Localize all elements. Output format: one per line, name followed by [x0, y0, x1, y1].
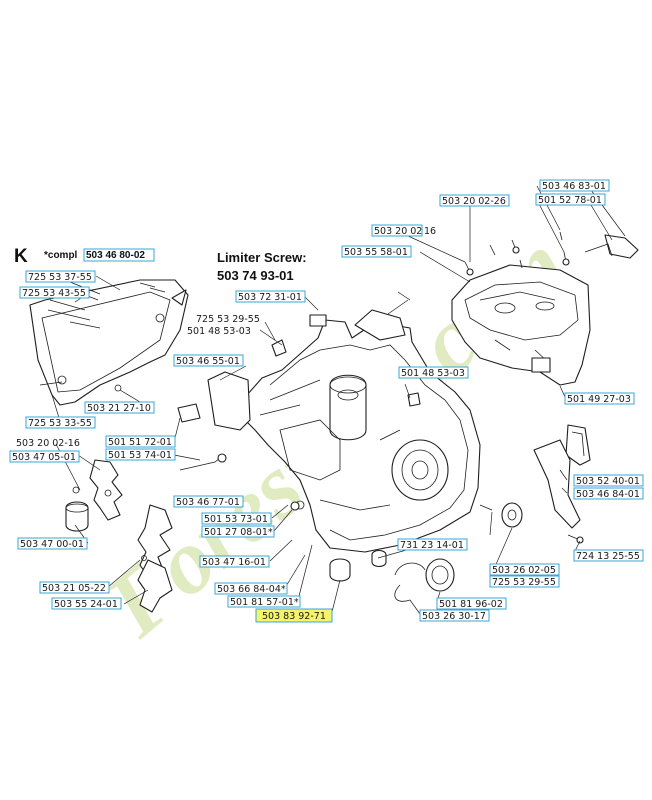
part-label[interactable]: 503 20 02-26 — [442, 196, 506, 207]
air-duct-part — [533, 424, 591, 529]
fuel-tank-housing-part — [451, 264, 591, 386]
section-letter: K — [14, 246, 28, 267]
part-label[interactable]: 501 53 74-01 — [108, 450, 172, 461]
part-label[interactable]: 503 46 83-01 — [542, 181, 606, 192]
part-label[interactable]: 503 26 02-05 — [492, 565, 556, 576]
compl-label: *compl — [44, 250, 78, 261]
part-label[interactable]: 725 53 43-55 — [22, 288, 86, 299]
part-label[interactable]: 503 66 84-04* — [217, 584, 286, 595]
part-label[interactable]: 725 53 37-55 — [28, 272, 92, 283]
part-label[interactable]: 725 53 29-55 — [196, 314, 260, 325]
part-label[interactable]: 501 27 08-01* — [204, 527, 273, 538]
part-label[interactable]: 503 72 31-01 — [238, 292, 302, 303]
compl-part-number[interactable]: 503 46 80-02 — [86, 250, 145, 261]
part-label[interactable]: 503 47 05-01 — [12, 452, 76, 463]
part-label[interactable]: 725 53 29-55 — [492, 577, 556, 588]
switch-bracket-part — [584, 234, 639, 259]
part-label[interactable]: 501 81 57-01* — [230, 597, 299, 608]
part-label[interactable]: 725 53 33-55 — [28, 418, 92, 429]
part-number-labels: 725 53 37-55 725 53 43-55 725 53 33-55 5… — [9, 179, 644, 623]
part-label[interactable]: 503 55 24-01 — [54, 599, 118, 610]
part-label[interactable]: 503 52 40-01 — [576, 476, 640, 487]
part-label[interactable]: 503 21 27-10 — [87, 403, 151, 414]
chain-catcher-part — [65, 459, 173, 613]
part-label[interactable]: 501 51 72-01 — [108, 437, 172, 448]
part-label[interactable]: 503 46 77-01 — [176, 497, 240, 508]
part-label[interactable]: 503 26 30-17 — [422, 611, 486, 622]
part-label[interactable]: 724 13 25-55 — [576, 551, 640, 562]
part-label[interactable]: 503 21 05-22 — [42, 583, 106, 594]
part-label[interactable]: 503 47 00-01 — [20, 539, 84, 550]
part-label[interactable]: 503 46 55-01 — [176, 356, 240, 367]
part-label[interactable]: 503 20 02-16 — [16, 438, 80, 449]
part-label[interactable]: 503 55 58-01 — [344, 247, 408, 258]
part-label[interactable]: 501 53 73-01 — [204, 514, 268, 525]
part-label[interactable]: 501 48 53-03 — [401, 368, 465, 379]
limiter-screw-title: Limiter Screw: — [217, 250, 307, 265]
part-label[interactable]: 503 46 84-01 — [576, 489, 640, 500]
part-label-highlighted[interactable]: 503 83 92-71 — [262, 611, 326, 622]
part-label[interactable]: 503 20 02 — [374, 226, 422, 237]
tank-bolts — [464, 231, 570, 276]
part-label[interactable]: 503 47 16-01 — [202, 557, 266, 568]
part-label[interactable]: 501 52 78-01 — [538, 195, 602, 206]
part-label[interactable]: 16 — [424, 226, 436, 237]
limiter-screw-part: 503 74 93-01 — [217, 268, 294, 283]
part-label[interactable]: 501 49 27-03 — [567, 394, 631, 405]
clutch-cover-part — [29, 279, 189, 406]
part-label[interactable]: 501 48 53-03 — [187, 326, 251, 337]
part-label[interactable]: 501 81 96-02 — [439, 599, 503, 610]
misc-small-parts — [177, 314, 584, 602]
part-label[interactable]: 731 23 14-01 — [400, 540, 464, 551]
